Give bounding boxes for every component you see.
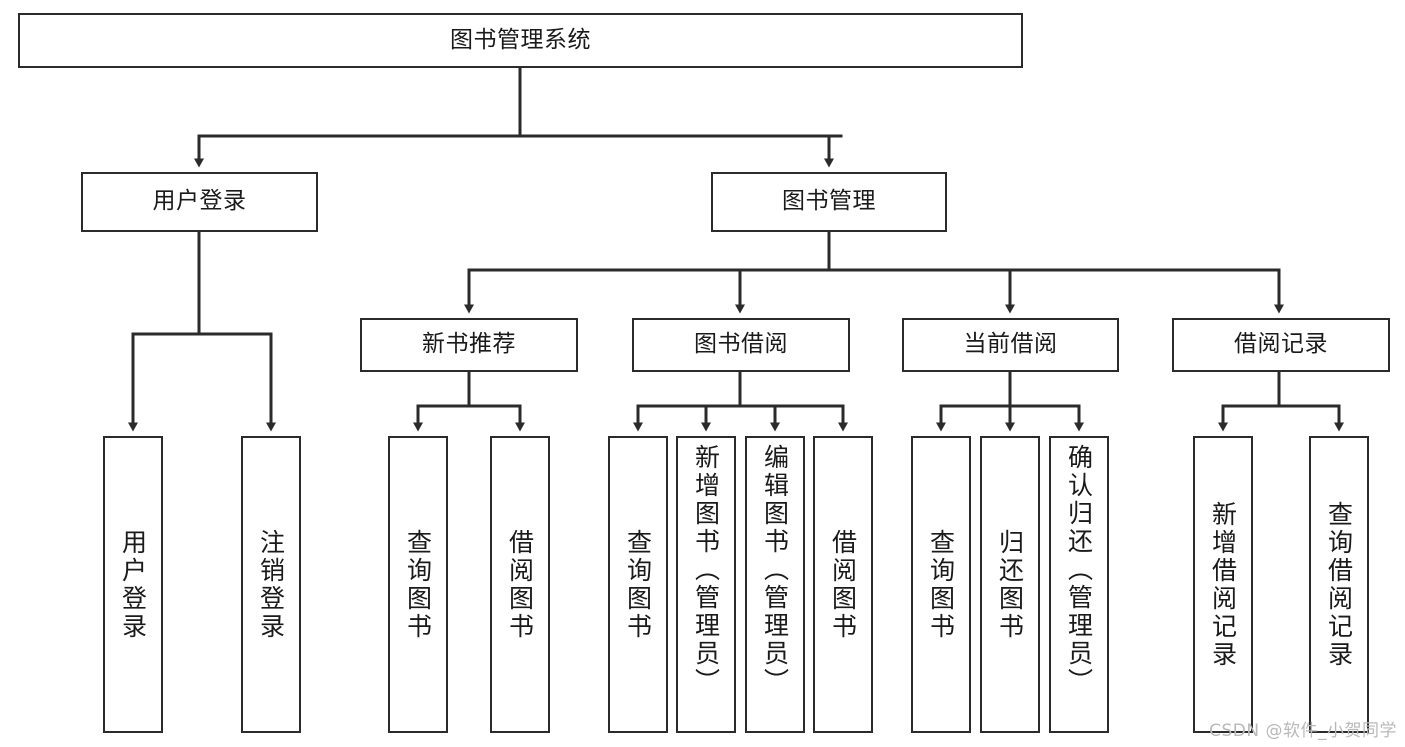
node-current-borrow[interactable]: 当前借阅: [902, 318, 1119, 372]
node-leaf-query-book-1-label: 查询图书: [403, 528, 433, 641]
node-root[interactable]: 图书管理系统: [18, 13, 1023, 68]
node-leaf-query-book-3[interactable]: 查询图书: [911, 436, 971, 733]
node-borrow-record-label: 借阅记录: [1234, 331, 1328, 358]
node-leaf-borrow-book-1-label: 借阅图书: [505, 528, 535, 641]
node-leaf-query-book-2-label: 查询图书: [623, 528, 653, 641]
node-leaf-user-login[interactable]: 用户登录: [103, 436, 163, 733]
node-leaf-user-logout-label: 注销登录: [256, 528, 286, 641]
node-user-login[interactable]: 用户登录: [81, 172, 318, 232]
node-book-borrow-label: 图书借阅: [694, 331, 788, 358]
node-leaf-edit-book[interactable]: 编辑图书（管理员）: [745, 436, 805, 733]
node-leaf-return-book[interactable]: 归还图书: [980, 436, 1040, 733]
node-leaf-add-book[interactable]: 新增图书（管理员）: [676, 436, 736, 733]
node-leaf-borrow-book-1[interactable]: 借阅图书: [490, 436, 550, 733]
node-leaf-confirm-return[interactable]: 确认归还（管理员）: [1049, 436, 1109, 733]
node-leaf-query-book-2[interactable]: 查询图书: [608, 436, 668, 733]
node-leaf-query-record-label: 查询借阅记录: [1324, 500, 1354, 669]
node-leaf-return-book-label: 归还图书: [995, 528, 1025, 641]
node-leaf-user-logout[interactable]: 注销登录: [241, 436, 301, 733]
node-root-label: 图书管理系统: [450, 26, 591, 53]
node-leaf-user-login-label: 用户登录: [118, 528, 148, 641]
node-leaf-confirm-return-label: 确认归还（管理员）: [1064, 444, 1094, 696]
node-book-borrow[interactable]: 图书借阅: [632, 318, 850, 372]
node-leaf-add-book-label: 新增图书（管理员）: [691, 444, 721, 696]
node-user-login-label: 用户登录: [152, 188, 247, 215]
node-book-manage-label: 图书管理: [782, 188, 876, 215]
node-leaf-borrow-book-2[interactable]: 借阅图书: [813, 436, 873, 733]
node-current-borrow-label: 当前借阅: [963, 331, 1058, 358]
node-new-book-recommend[interactable]: 新书推荐: [360, 318, 578, 372]
node-leaf-add-record-label: 新增借阅记录: [1208, 500, 1238, 669]
node-leaf-add-record[interactable]: 新增借阅记录: [1193, 436, 1253, 733]
node-leaf-query-book-1[interactable]: 查询图书: [388, 436, 448, 733]
node-book-manage[interactable]: 图书管理: [711, 172, 947, 232]
node-borrow-record[interactable]: 借阅记录: [1172, 318, 1390, 372]
node-leaf-query-book-3-label: 查询图书: [926, 528, 956, 641]
node-leaf-edit-book-label: 编辑图书（管理员）: [760, 444, 790, 696]
node-new-book-recommend-label: 新书推荐: [422, 331, 516, 358]
node-leaf-borrow-book-2-label: 借阅图书: [828, 528, 858, 641]
node-leaf-query-record[interactable]: 查询借阅记录: [1309, 436, 1369, 733]
csdn-watermark: CSDN @软件_小贺同学: [1209, 721, 1397, 741]
